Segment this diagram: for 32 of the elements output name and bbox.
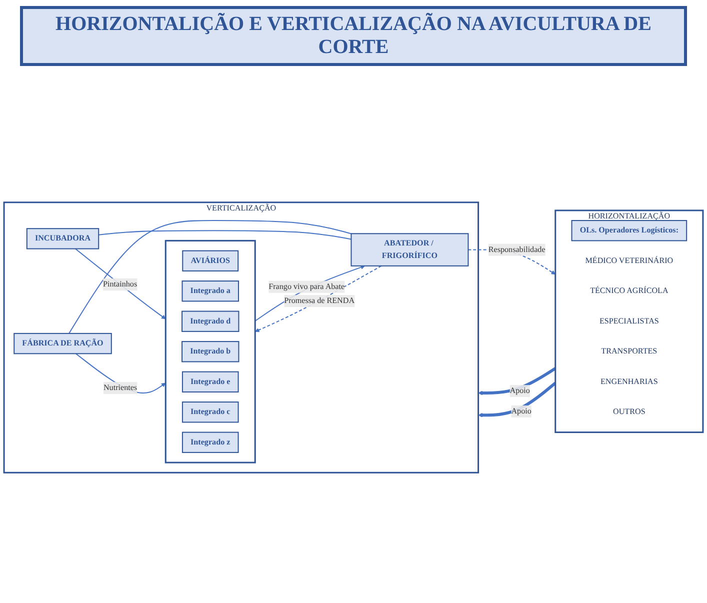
node-box: ABATEDOR / FRIGORÍFICO bbox=[350, 233, 469, 266]
edge-label: Apoio bbox=[511, 406, 532, 416]
node-text: TRANSPORTES bbox=[601, 347, 658, 356]
arrow bbox=[75, 248, 166, 320]
edge-label: Pintainhos bbox=[103, 280, 138, 288]
arrow bbox=[478, 367, 556, 396]
node-text: ENGENHARIAS bbox=[600, 377, 658, 386]
title: HORIZONTALIÇÃO E VERTICALIZAÇÃO NA AVICULTURA DE CORTE bbox=[20, 6, 687, 66]
node-text: MÉDICO VETERINÁRIO bbox=[585, 256, 674, 265]
node-box: Integrado b bbox=[182, 341, 240, 362]
node-box: Integrado a bbox=[182, 280, 239, 302]
node-box: INCUBADORA bbox=[26, 228, 100, 250]
node-box: Integrado z bbox=[182, 432, 239, 453]
node-box: AVIÁRIOS bbox=[182, 250, 239, 272]
cluster bbox=[164, 240, 256, 464]
node-text: OUTROS bbox=[613, 408, 646, 416]
edge-label: Apoio bbox=[510, 386, 530, 396]
arrow bbox=[478, 382, 556, 418]
edge-label: Nutrientes bbox=[103, 383, 138, 392]
node-box: Integrado e bbox=[182, 371, 239, 392]
node-box: Integrado c bbox=[182, 402, 239, 423]
node-box: FÁBRICA DE RAÇÃO bbox=[14, 332, 112, 354]
node-box: Integrado d bbox=[182, 310, 240, 332]
connector bbox=[98, 230, 352, 240]
edge-label: Responsabilidade bbox=[488, 245, 546, 254]
node-text: TÉCNICO AGRÍCOLA bbox=[590, 286, 668, 296]
arrow bbox=[254, 265, 366, 322]
arrow bbox=[254, 265, 382, 332]
node-box: OLs. Operadores Logísticos: bbox=[571, 220, 688, 242]
edge-label: Promessa de RENDA bbox=[284, 296, 355, 306]
node-text: ESPECIALISTAS bbox=[599, 316, 659, 326]
edge-label: Frango vivo para Abate bbox=[268, 282, 345, 291]
